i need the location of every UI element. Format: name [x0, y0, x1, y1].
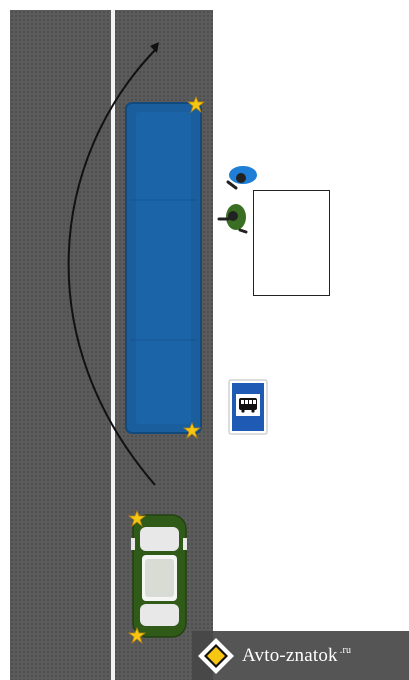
car: [131, 515, 187, 637]
logo-diamond-icon: [196, 636, 236, 676]
pedestrian-green: [219, 204, 246, 232]
watermark-logo-bar: Avto-znatok.ru: [192, 631, 409, 680]
logo-text: Avto-znatok.ru: [242, 645, 351, 667]
pedestrian-blue: [228, 166, 257, 188]
logo-suffix: .ru: [340, 645, 351, 656]
bus-stop-sign: [229, 380, 267, 434]
bus: [126, 103, 201, 433]
